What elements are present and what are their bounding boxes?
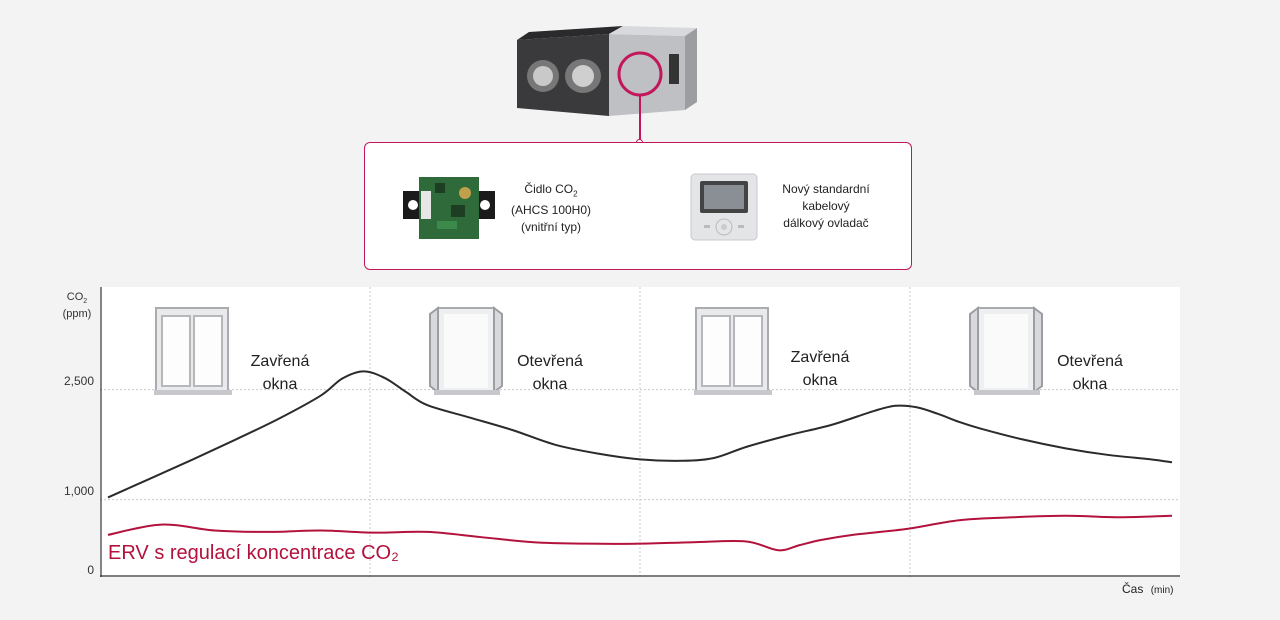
y-tick-label: 1,000: [63, 483, 94, 498]
sensor-line3: (vnitřní typ): [520, 220, 581, 235]
y-axis-label-sub: 2: [83, 298, 88, 306]
erv-series-label: ERV s regulací koncentrace CO₂: [108, 542, 399, 564]
sensor-line1-sub: 2: [573, 189, 578, 199]
controller-line1: Nový standardní: [782, 182, 870, 196]
co2-line-chart: [100, 287, 1180, 577]
y-axis-label: CO2 (ppm): [52, 291, 102, 321]
phase-label-line1: Zavřená: [790, 349, 850, 366]
controller-line3: dálkový ovladač: [783, 216, 869, 230]
phase-label-line2: okna: [532, 376, 568, 393]
sensor-line1: Čidlo CO: [524, 182, 574, 196]
x-axis-label: Čas (min): [1122, 582, 1173, 596]
phase-label: Zavřená okna: [780, 346, 860, 392]
co2-series-line-without-control: [107, 370, 1173, 499]
phase-label-line1: Otevřená: [517, 353, 583, 370]
erv-unit-image: [517, 26, 697, 130]
phase-label-line2: okna: [802, 372, 838, 389]
y-tick-label: 0: [87, 563, 94, 577]
co2-sensor-label: Čidlo CO2 (AHCS 100H0) (vnitřní typ): [491, 181, 611, 236]
phase-label: Otevřená okna: [1050, 350, 1130, 396]
controller-line2: kabelový: [802, 199, 850, 213]
phase-label: Otevřená okna: [510, 350, 590, 396]
sensor-line2: (AHCS 100H0): [510, 203, 592, 218]
x-axis-label-text: Čas: [1122, 582, 1144, 596]
phase-label-line2: okna: [1072, 376, 1108, 393]
co2-sensor-image: [403, 177, 495, 239]
y-axis-unit: (ppm): [62, 308, 92, 321]
phase-label-line1: Zavřená: [250, 353, 310, 370]
closed-window-icon: [154, 307, 232, 395]
components-callout: Čidlo CO2 (AHCS 100H0) (vnitřní typ) Nov…: [364, 142, 912, 270]
remote-controller-label: Nový standardní kabelový dálkový ovladač: [761, 181, 891, 232]
y-tick-label: 2,500: [63, 373, 94, 388]
phase-label-line1: Otevřená: [1057, 353, 1123, 370]
open-window-icon: [969, 306, 1043, 395]
phase-label: Zavřená okna: [240, 350, 320, 396]
open-window-icon: [429, 306, 503, 395]
connector-line: [639, 130, 641, 142]
remote-controller-image: [690, 173, 758, 241]
y-axis-label-text: CO: [66, 291, 84, 303]
closed-window-icon: [694, 307, 772, 395]
x-axis-unit: (min): [1150, 585, 1174, 596]
co2-series-line-erv: [107, 514, 1173, 552]
phase-label-line2: okna: [262, 376, 298, 393]
